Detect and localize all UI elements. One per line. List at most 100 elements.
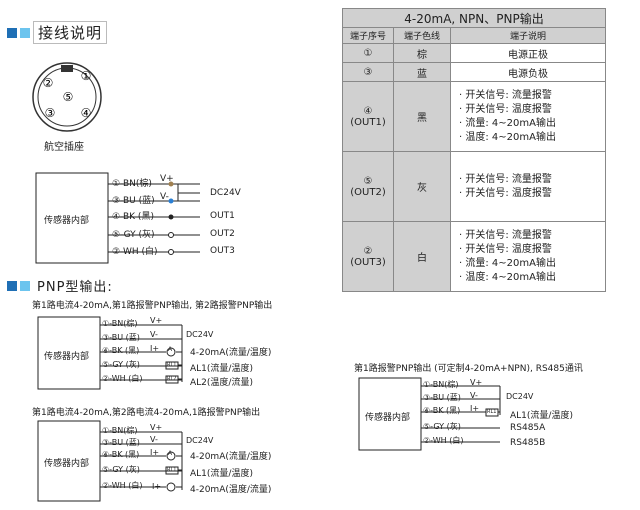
wire-label: ①-BN(棕) xyxy=(423,380,459,389)
connector-pin: ⑤ xyxy=(63,90,74,104)
pin-number: ⑤ xyxy=(363,175,373,187)
color-cell: 蓝 xyxy=(393,62,451,82)
iplus-label: I+ xyxy=(152,482,162,491)
output-label: AL1(流量/温度) xyxy=(510,411,573,421)
table-header: 端子序号 xyxy=(342,27,394,44)
pin-cell: ④(OUT1) xyxy=(342,81,394,152)
output-label: 4-20mA(流量/温度) xyxy=(190,348,272,358)
color-cell: 黑 xyxy=(393,81,451,152)
pin-cell: ②(OUT3) xyxy=(342,221,394,292)
wire-label: ⑤-GY (灰) xyxy=(423,422,461,431)
output-label: 4-20mA(温度/流量) xyxy=(190,485,272,495)
table-row: ① 棕 电源正极 xyxy=(342,43,606,63)
diagram3-lines xyxy=(37,420,183,502)
desc-cell: · 开关信号: 流量报警 · 开关信号: 温度报警 · 流量: 4~20mA输出… xyxy=(450,221,606,292)
vminus-label: V- xyxy=(150,330,158,339)
wire-label: ③-BU (蓝) xyxy=(423,393,461,402)
pin-output: (OUT3) xyxy=(350,256,386,268)
pin-cell: ① xyxy=(342,43,394,63)
output-label: RS485B xyxy=(510,438,546,448)
wire-label: ⑤-GY (灰) xyxy=(102,465,140,474)
header-square-icon xyxy=(20,27,30,38)
desc-cell: · 开关信号: 流量报警 · 开关信号: 温度报警 xyxy=(450,151,606,222)
wire-label: ③-BU (蓝) xyxy=(112,196,155,206)
output-label: DC24V xyxy=(186,436,214,445)
pin-number: ④ xyxy=(363,105,373,117)
vplus-label: V+ xyxy=(160,174,174,184)
section-header-pnp: PNP型输出: xyxy=(7,276,117,295)
load-label: RL1 xyxy=(487,409,497,415)
desc-line: · 开关信号: 温度报警 xyxy=(459,103,552,115)
desc-cell: 电源正极 xyxy=(450,43,606,63)
sensor-box-label: 传感器内部 xyxy=(44,459,90,469)
output-label: OUT2 xyxy=(210,229,235,239)
wire-label: ②-WH (白) xyxy=(112,247,158,257)
wire-label: ⑤-GY (灰) xyxy=(102,360,140,369)
black-dot xyxy=(168,214,174,220)
table-header: 端子色线 xyxy=(393,27,451,44)
output-label: AL2(温度/流量) xyxy=(190,378,253,388)
sensor-box-label: 传感器内部 xyxy=(44,352,90,362)
gray-dot xyxy=(168,232,174,238)
connector-pin: ③ xyxy=(45,106,56,120)
wire-label: ④-BK (黑) xyxy=(102,346,140,355)
color-cell: 白 xyxy=(393,221,451,292)
output-label: OUT1 xyxy=(210,211,235,221)
table-row: ②(OUT3) 白 · 开关信号: 流量报警 · 开关信号: 温度报警 · 流量… xyxy=(342,221,606,292)
pin-cell: ⑤(OUT2) xyxy=(342,151,394,222)
wire-label: ③-BU (蓝) xyxy=(102,438,140,447)
vplus-label: V+ xyxy=(150,423,163,432)
diagram-caption: 第1路电流4-20mA,第2路电流4-20mA,1路报警PNP输出 xyxy=(32,408,261,418)
table-row: ④(OUT1) 黑 · 开关信号: 流量报警 · 开关信号: 温度报警 · 流量… xyxy=(342,81,606,152)
output-label: RS485A xyxy=(510,423,546,433)
pin-output: (OUT1) xyxy=(350,116,386,128)
blue-dot xyxy=(168,198,174,204)
desc-line: · 开关信号: 温度报警 xyxy=(459,187,552,199)
iplus-label: I+ xyxy=(150,448,160,457)
wire-label: ②-WH (白) xyxy=(102,374,143,383)
load-label: RL1 xyxy=(167,467,177,473)
iplus-label: I+ xyxy=(470,404,480,413)
brown-dot xyxy=(168,181,174,187)
color-cell: 棕 xyxy=(393,43,451,63)
iplus-label: I+ xyxy=(150,344,160,353)
output-label: DC24V xyxy=(210,188,241,198)
ammeter-label: A xyxy=(168,346,173,353)
wire-label: ⑤-GY (灰) xyxy=(112,230,155,240)
desc-line: · 温度: 4~20mA输出 xyxy=(459,131,556,143)
color-cell: 灰 xyxy=(393,151,451,222)
desc-line: · 开关信号: 温度报警 xyxy=(459,243,552,255)
wire-label: ②-WH (白) xyxy=(102,481,143,490)
wire-label: ④-BK (黑) xyxy=(102,450,140,459)
vminus-label: V- xyxy=(150,435,158,444)
pin-number: ② xyxy=(363,245,373,257)
table-header: 端子说明 xyxy=(450,27,606,44)
wire-label: ④-BK (黑) xyxy=(112,212,154,222)
section-title: 接线说明 xyxy=(33,21,108,44)
output-label: OUT3 xyxy=(210,246,235,256)
output-label: DC24V xyxy=(506,392,534,401)
table-row: ⑤(OUT2) 灰 · 开关信号: 流量报警 · 开关信号: 温度报警 xyxy=(342,151,606,222)
header-square-icon xyxy=(7,280,17,291)
vplus-label: V+ xyxy=(150,316,163,325)
pin-cell: ③ xyxy=(342,62,394,82)
connector-pin: ① xyxy=(81,69,92,83)
output-label: DC24V xyxy=(186,330,214,339)
wire-label: ②-WH (白) xyxy=(423,436,464,445)
section-title: PNP型输出: xyxy=(37,280,113,295)
output-label: 4-20mA(流量/温度) xyxy=(190,452,272,462)
desc-line: · 流量: 4~20mA输出 xyxy=(459,117,556,129)
table-title: 4-20mA, NPN、PNP输出 xyxy=(342,8,606,28)
wire-label: ①-BN(棕) xyxy=(112,179,152,189)
diagram4-lines xyxy=(358,377,501,451)
header-square-icon xyxy=(20,280,30,291)
terminal-table: 4-20mA, NPN、PNP输出 端子序号 端子色线 端子说明 ① 棕 电源正… xyxy=(342,8,606,292)
desc-line: · 温度: 4~20mA输出 xyxy=(459,271,556,283)
diagram-caption: 第1路电流4-20mA,第1路报警PNP输出, 第2路报警PNP输出 xyxy=(32,301,273,311)
vplus-label: V+ xyxy=(470,378,483,387)
vminus-label: V- xyxy=(160,192,169,202)
desc-cell: 电源负极 xyxy=(450,62,606,82)
desc-line: · 流量: 4~20mA输出 xyxy=(459,257,556,269)
ammeter-label: A xyxy=(168,450,173,457)
